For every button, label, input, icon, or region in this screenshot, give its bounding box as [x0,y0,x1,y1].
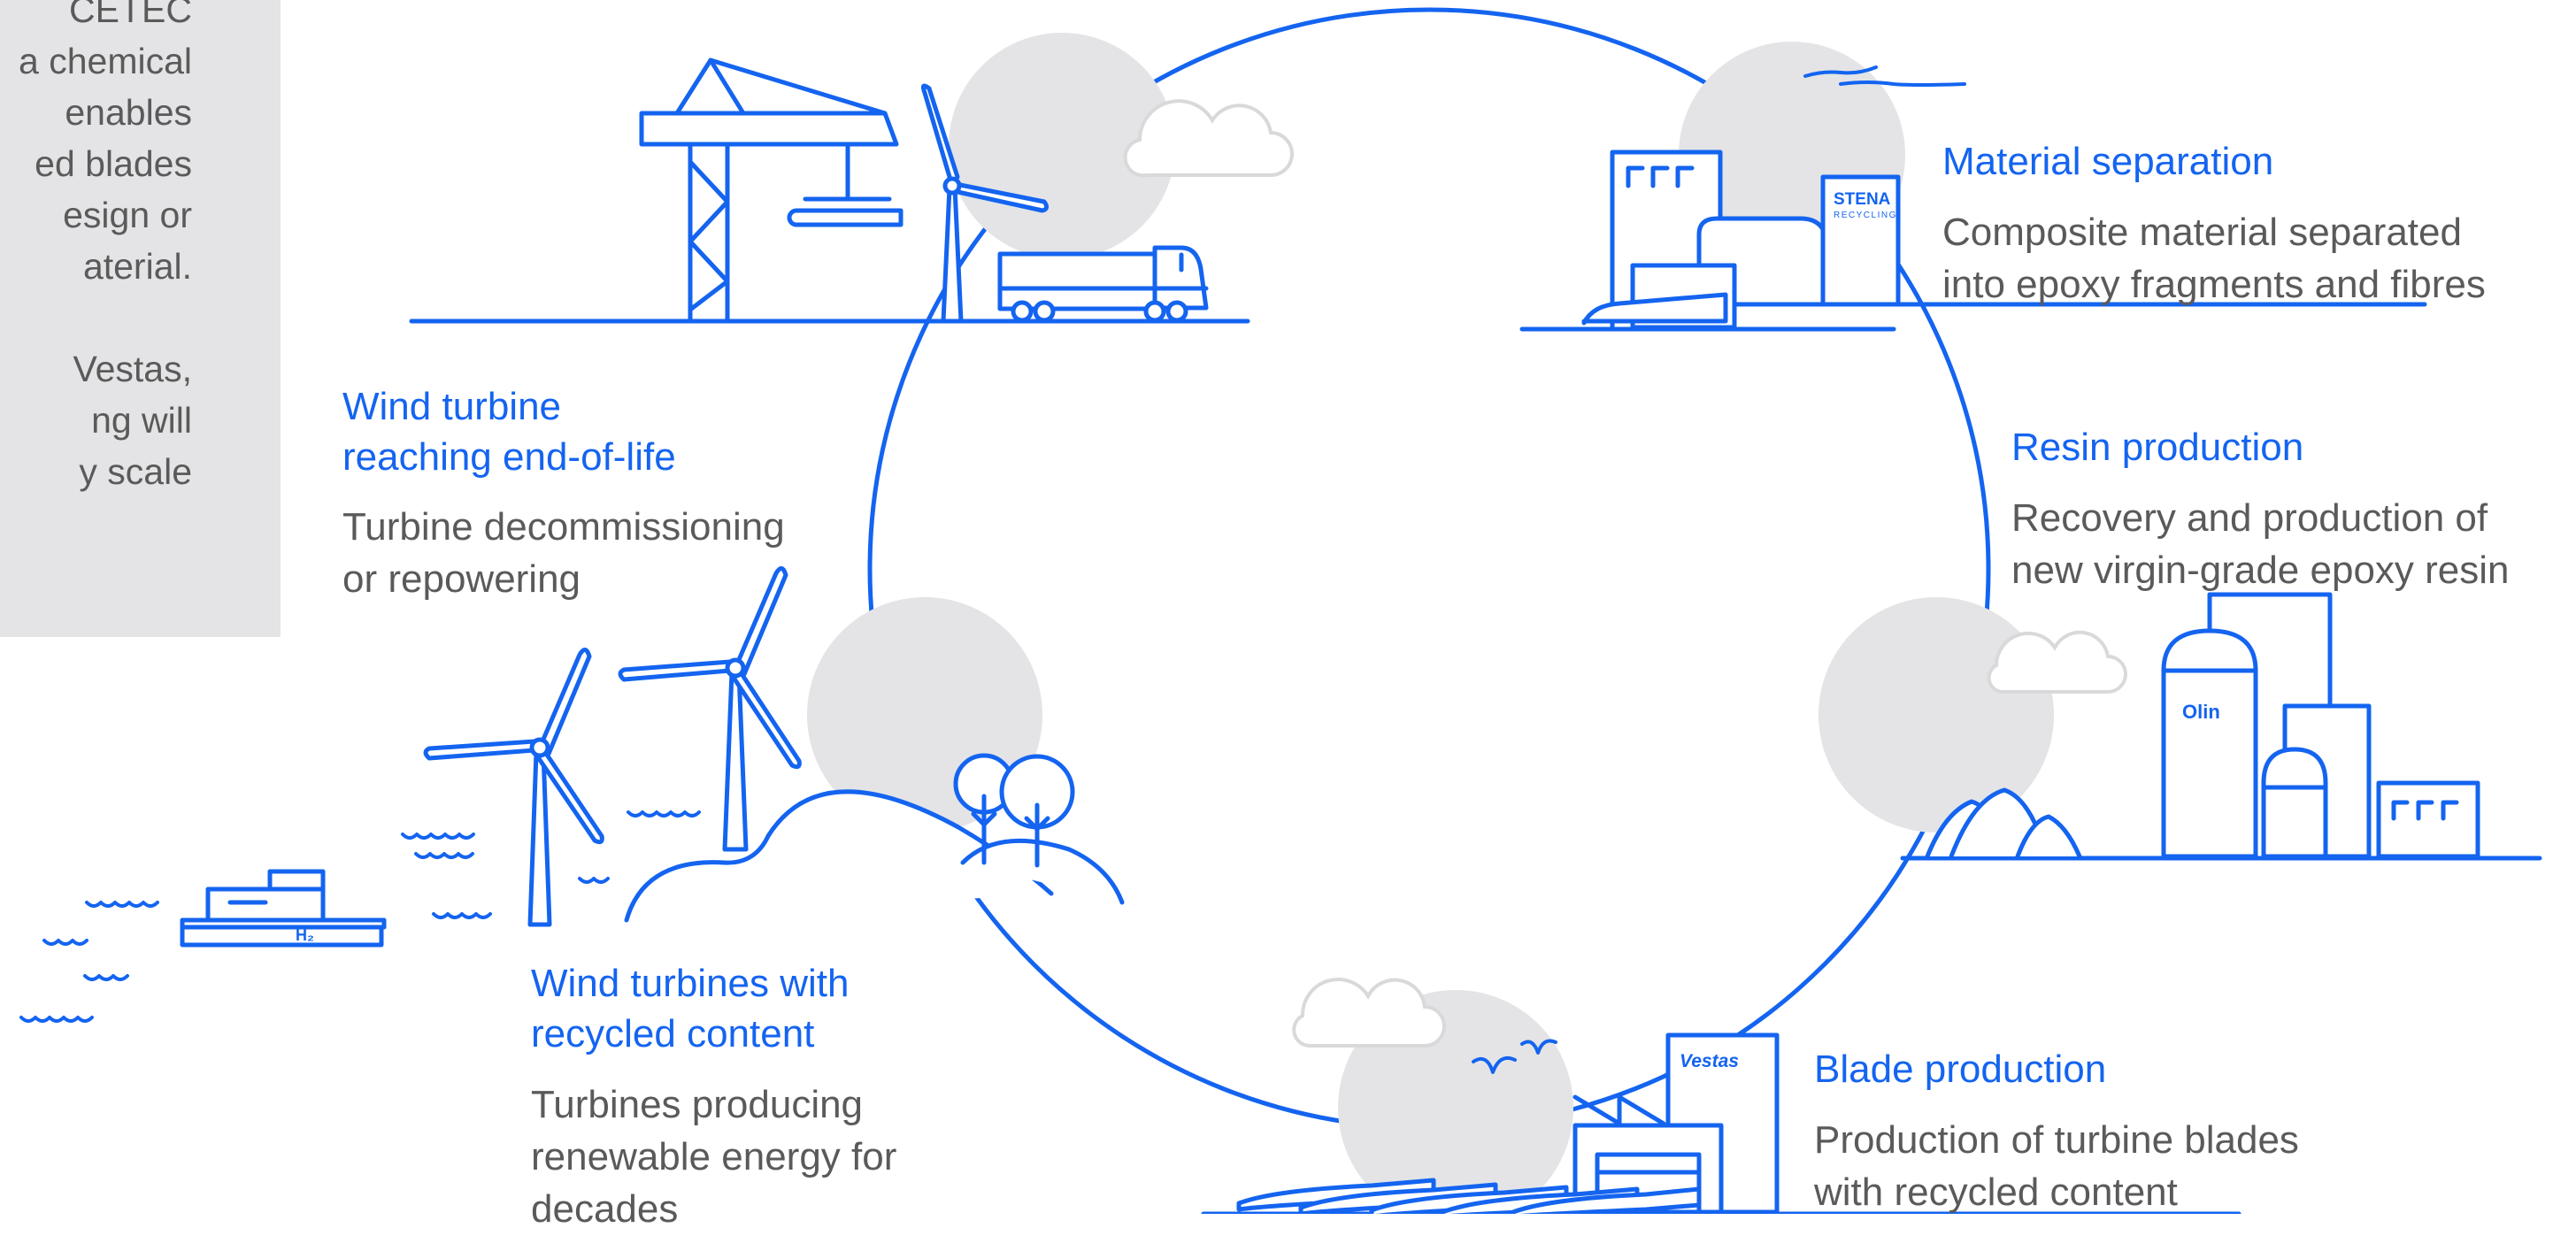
svg-text:H₂: H₂ [296,926,314,944]
stage-recycled-turbines: Wind turbines with recycled content Turb… [531,942,896,1251]
cloud-icon [1987,630,2127,694]
factory-windows [1626,165,1695,188]
blades-stack-icon [1236,1178,1702,1214]
birds-icon [1472,1039,1557,1074]
cloud-icon [1123,99,1294,178]
stage-description: Production of turbine blades with recycl… [1814,1118,2299,1214]
stage-end-of-life: Wind turbine reaching end-of-life Turbin… [342,365,785,621]
wind-turbine-icon [423,648,604,927]
end-of-life-illustration [409,33,1294,324]
olin-logo: Olin [2182,701,2220,723]
sand-piles-icon [1925,787,2082,859]
stage-title: Resin production [2011,426,2304,469]
blade-production-illustration: Vestas [1201,978,2242,1214]
stena-logo: STENA RECYCLING [1834,190,1897,220]
tree-icon [953,753,1015,865]
blade-pile [1581,292,1728,326]
stage-title: Wind turbines with recycled content [531,962,850,1055]
warehouse-windows [2391,800,2459,821]
info-panel-text: CETEC a chemical enables ed blades esign… [19,0,192,492]
olin-silo [2161,628,2258,859]
crane-icon [639,58,904,324]
stage-blade-production: Blade production Production of turbine b… [1814,1028,2299,1234]
info-panel: CETEC a chemical enables ed blades esign… [0,0,281,637]
svg-text:STENA: STENA [1834,190,1891,209]
h2-ship-icon: H₂ [180,869,387,948]
material-separation-illustration: STENA RECYCLING [1519,42,2427,332]
waves-icon [19,810,701,1023]
stage-resin-production: Resin production Recovery and production… [2011,406,2510,612]
wind-lines-icon [1803,65,1966,87]
stena-building [1820,174,1901,307]
stage-title: Blade production [1814,1048,2107,1091]
sun-circle [1819,597,2054,833]
circular-economy-diagram: STENA RECYCLING Olin [19,7,2542,1214]
tree-icon [999,754,1075,868]
wind-turbine-icon [920,83,1050,324]
wind-turbine-icon [618,566,802,852]
stage-description: Turbine decommissioning or repowering [342,505,785,601]
svg-text:RECYCLING: RECYCLING [1834,211,1897,220]
svg-text:Olin: Olin [2182,701,2220,723]
stage-description: Recovery and production of new virgin-gr… [2011,496,2510,592]
cloud-icon [1292,978,1446,1048]
svg-text:Vestas: Vestas [1680,1051,1739,1071]
stage-material-separation: Material separation Composite material s… [1942,120,2486,326]
warehouse [2376,780,2480,859]
truck-icon [997,245,1209,323]
stage-title: Material separation [1942,140,2274,183]
stage-description: Turbines producing renewable energy for … [531,1083,897,1231]
small-tank [2261,747,2328,859]
resin-production-illustration: Olin [1819,592,2542,861]
stage-title: Wind turbine reaching end-of-life [342,385,676,479]
vestas-logo: Vestas [1680,1051,1739,1071]
recycled-turbines-illustration: H₂ [19,566,1125,1023]
stage-description: Composite material separated into epoxy … [1942,211,2486,306]
